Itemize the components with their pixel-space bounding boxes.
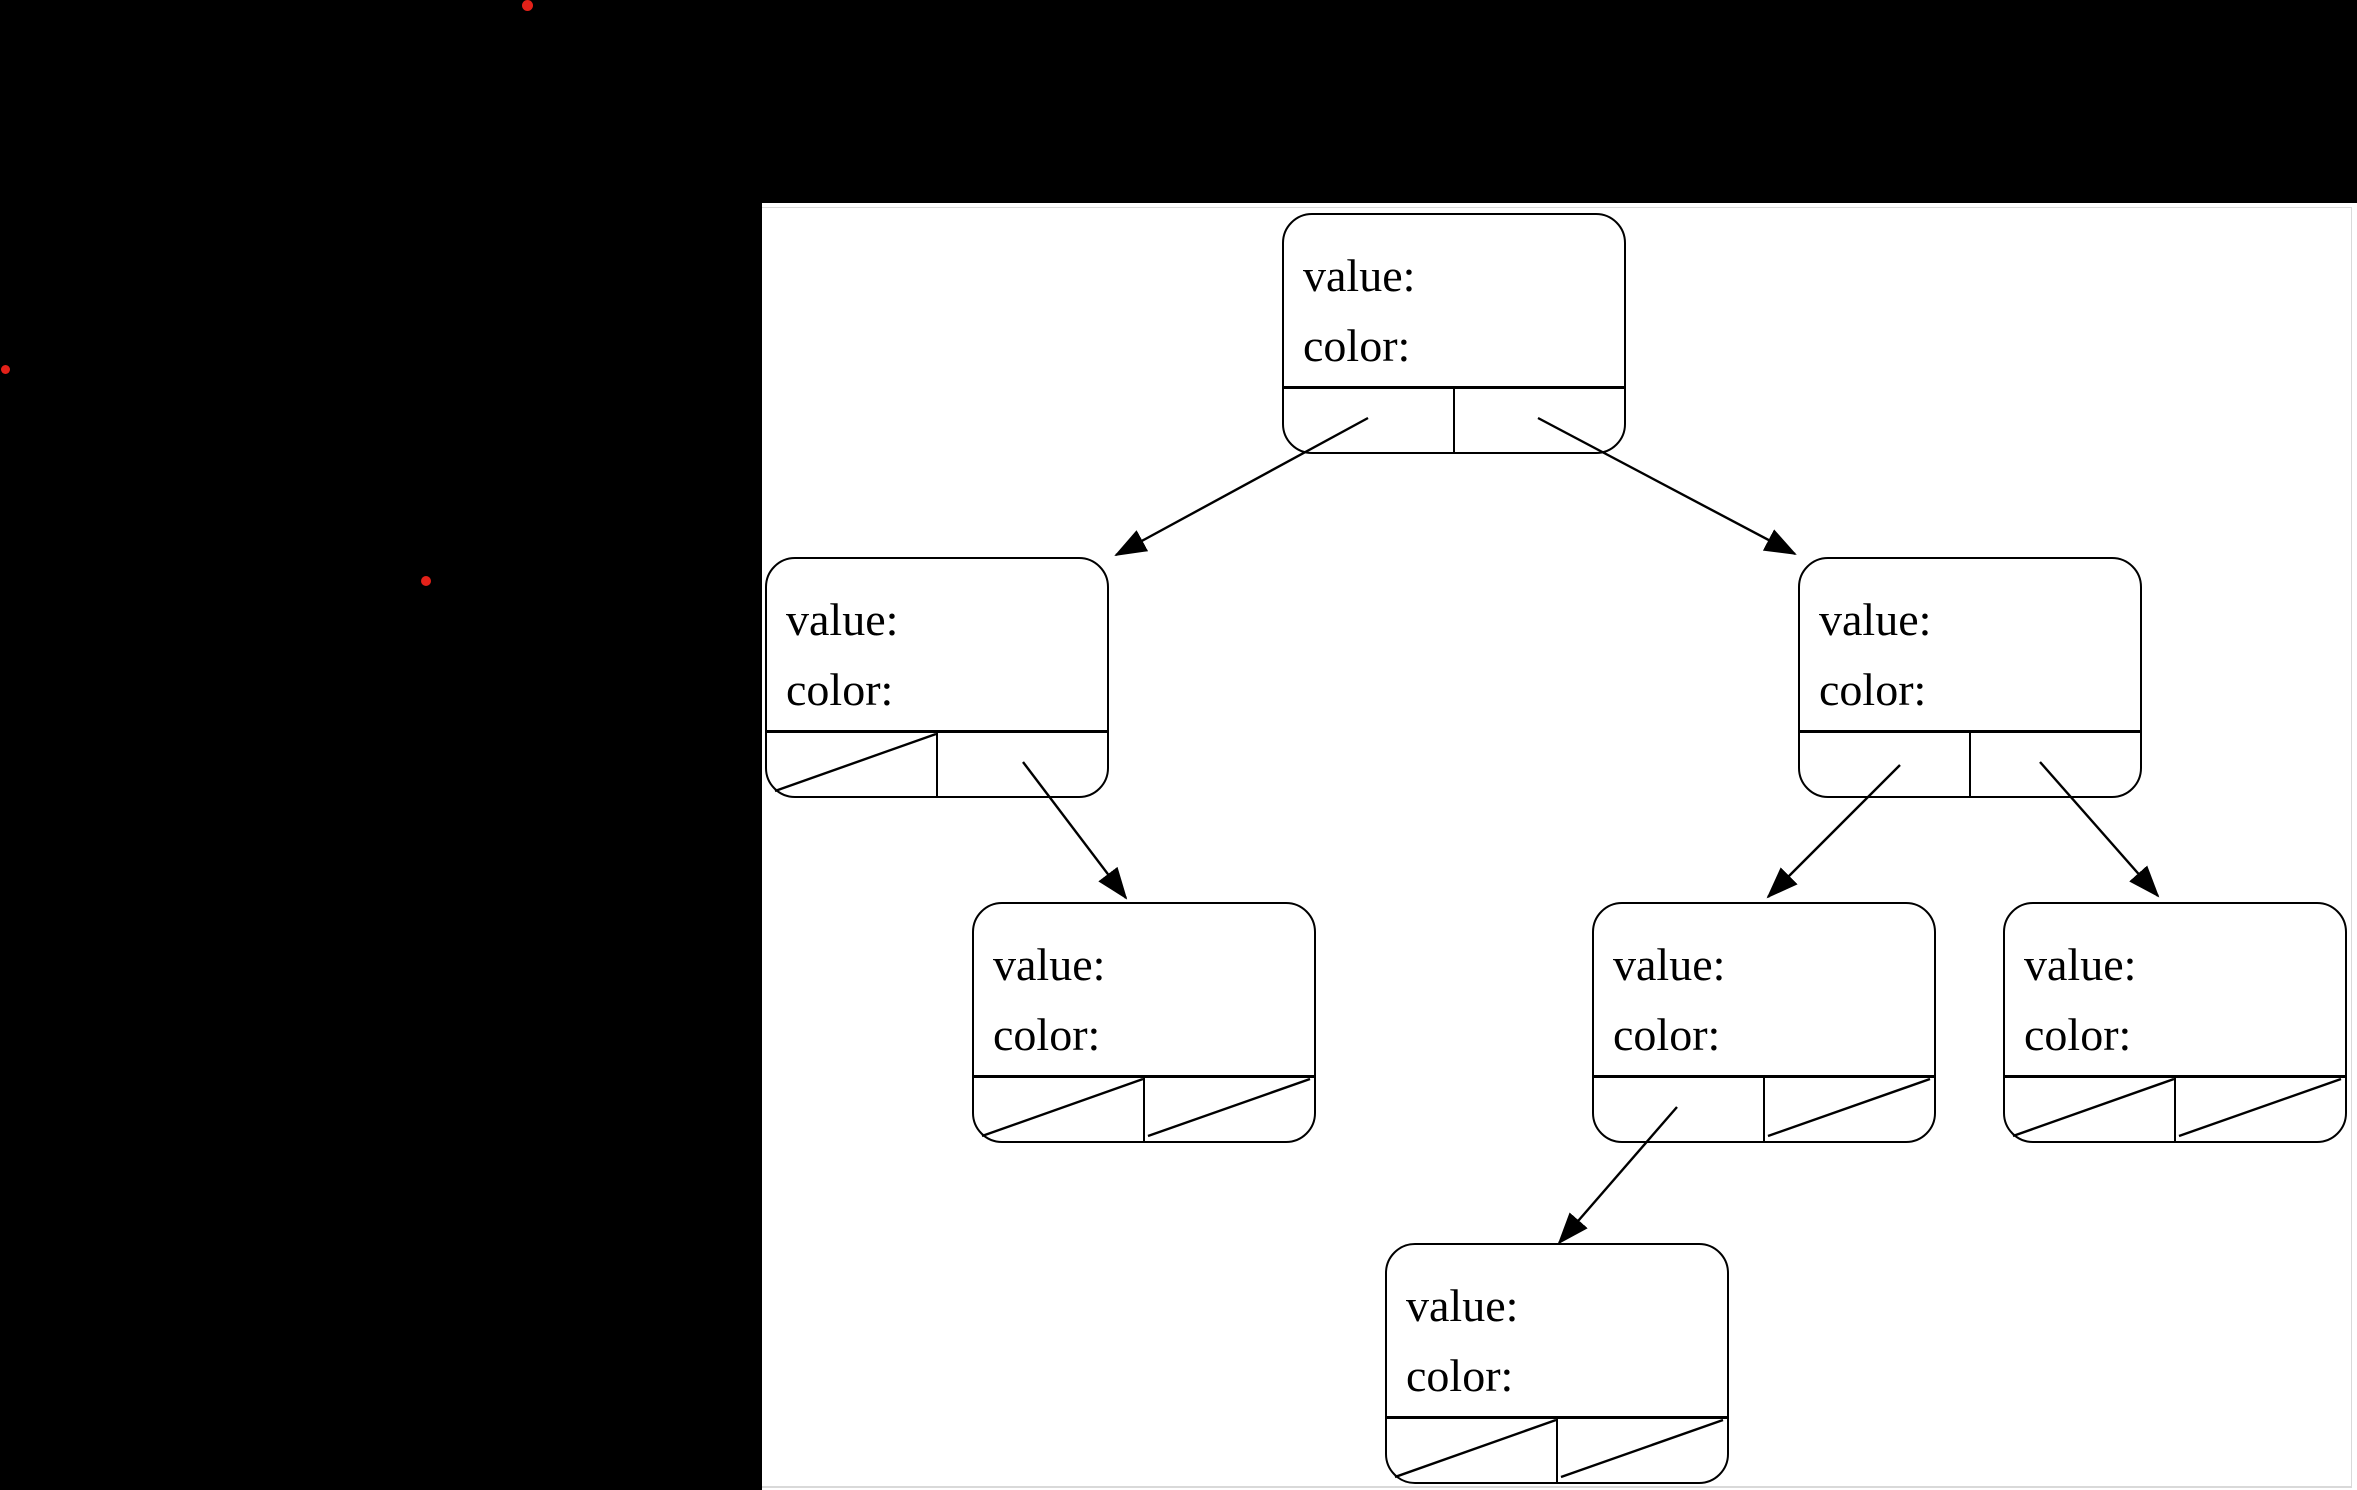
node-fields: value: color: [1800, 559, 2140, 730]
color-label: color: [1613, 1009, 1721, 1060]
left-pointer-cell [1800, 733, 1971, 798]
red-dot [522, 0, 533, 11]
tree-node-right-right-grandchild: value: color: [2003, 902, 2347, 1143]
node-fields: value: color: [2005, 904, 2345, 1075]
left-pointer-cell-null [974, 1078, 1145, 1143]
left-pointer-cell [1284, 389, 1455, 454]
tree-node-root: value: color: [1282, 213, 1626, 454]
node-fields: value: color: [1284, 215, 1624, 386]
color-label: color: [1406, 1350, 1514, 1401]
node-fields: value: color: [974, 904, 1314, 1075]
node-fields: value: color: [767, 559, 1107, 730]
pointer-row [974, 1075, 1314, 1143]
diagram-page: value: color: value: color: value: c [762, 203, 2357, 1490]
value-label: value: [786, 594, 899, 645]
tree-node-bottom: value: color: [1385, 1243, 1729, 1484]
color-label: color: [786, 664, 894, 715]
value-label: value: [1303, 250, 1416, 301]
tree-node-right-child: value: color: [1798, 557, 2142, 798]
pointer-row [1594, 1075, 1934, 1143]
value-label: value: [1613, 939, 1726, 990]
left-pointer-cell-null [767, 733, 938, 798]
right-pointer-cell-null [1765, 1078, 1934, 1143]
value-label: value: [993, 939, 1106, 990]
right-pointer-cell-null [1145, 1078, 1314, 1143]
left-pointer-cell-null [2005, 1078, 2176, 1143]
color-label: color: [993, 1009, 1101, 1060]
tree-node-left-child: value: color: [765, 557, 1109, 798]
color-label: color: [2024, 1009, 2132, 1060]
right-pointer-cell [1455, 389, 1624, 454]
pointer-row [1387, 1416, 1727, 1484]
node-fields: value: color: [1387, 1245, 1727, 1416]
pointer-row [767, 730, 1107, 798]
value-label: value: [2024, 939, 2137, 990]
pointer-row [2005, 1075, 2345, 1143]
pointer-row [1800, 730, 2140, 798]
page-inner-border [762, 207, 2352, 1488]
left-pointer-cell [1594, 1078, 1765, 1143]
value-label: value: [1406, 1280, 1519, 1331]
value-label: value: [1819, 594, 1932, 645]
red-dot [421, 576, 431, 586]
right-pointer-cell-null [1558, 1419, 1727, 1484]
right-pointer-cell [938, 733, 1107, 798]
tree-node-right-left-grandchild: value: color: [1592, 902, 1936, 1143]
right-pointer-cell-null [2176, 1078, 2345, 1143]
tree-node-left-right-grandchild: value: color: [972, 902, 1316, 1143]
right-pointer-cell [1971, 733, 2140, 798]
color-label: color: [1819, 664, 1927, 715]
left-pointer-cell-null [1387, 1419, 1558, 1484]
color-label: color: [1303, 320, 1411, 371]
red-dot [1, 365, 10, 374]
pointer-row [1284, 386, 1624, 454]
node-fields: value: color: [1594, 904, 1934, 1075]
